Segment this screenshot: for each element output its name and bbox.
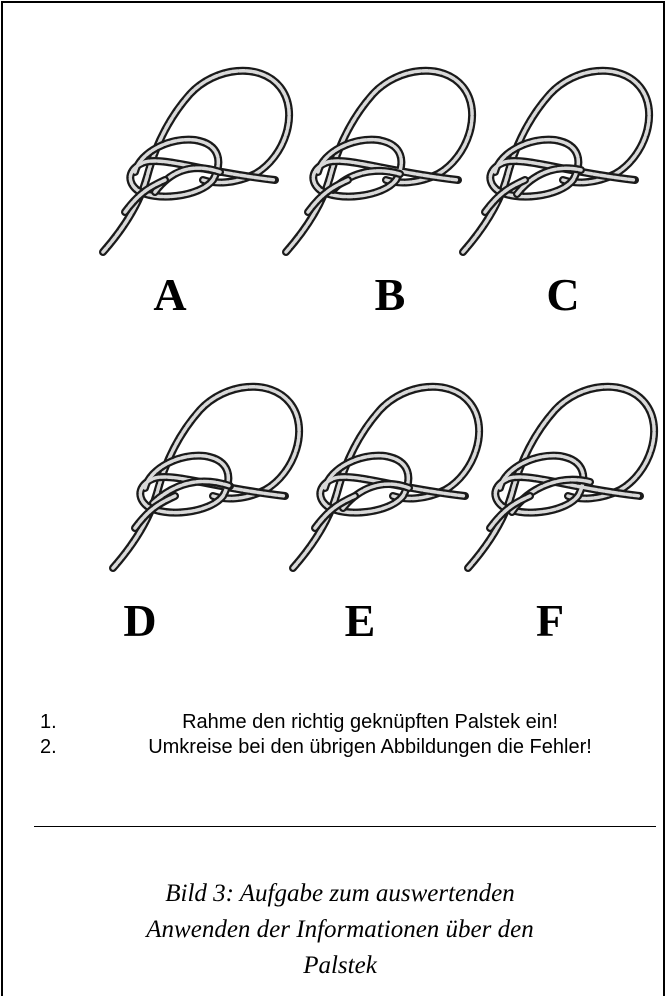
knot-figure-a xyxy=(95,62,295,262)
divider xyxy=(34,826,656,827)
panel-label-e: E xyxy=(300,598,420,644)
knot-figure-f xyxy=(460,378,660,578)
panel-label-c: C xyxy=(503,272,623,318)
bowline-knot-icon xyxy=(95,62,295,262)
knot-figure-e xyxy=(285,378,485,578)
figure-caption: Bild 3: Aufgabe zum auswertenden Anwende… xyxy=(40,876,640,984)
instruction-text: Umkreise bei den übrigen Abbildungen die… xyxy=(100,735,640,760)
bowline-knot-icon xyxy=(285,378,485,578)
bowline-knot-icon xyxy=(455,62,655,262)
caption-line-3: Palstek xyxy=(40,948,640,984)
instruction-number: 1. xyxy=(40,710,80,735)
instruction-text: Rahme den richtig geknüpften Palstek ein… xyxy=(100,710,640,735)
bowline-knot-icon xyxy=(460,378,660,578)
knot-figure-d xyxy=(105,378,305,578)
bowline-knot-icon xyxy=(105,378,305,578)
panel-label-f: F xyxy=(490,598,610,644)
panel-label-d: D xyxy=(80,598,200,644)
caption-line-1: Bild 3: Aufgabe zum auswertenden xyxy=(40,876,640,912)
bowline-knot-icon xyxy=(278,62,478,262)
instruction-item-1: 1. Rahme den richtig geknüpften Palstek … xyxy=(40,710,640,735)
knot-figure-b xyxy=(278,62,478,262)
instruction-number: 2. xyxy=(40,735,80,760)
panel-label-a: A xyxy=(110,272,230,318)
panel-label-b: B xyxy=(330,272,450,318)
knot-figure-c xyxy=(455,62,655,262)
caption-line-2: Anwenden der Informationen über den xyxy=(40,912,640,948)
instruction-item-2: 2. Umkreise bei den übrigen Abbildungen … xyxy=(40,735,640,785)
